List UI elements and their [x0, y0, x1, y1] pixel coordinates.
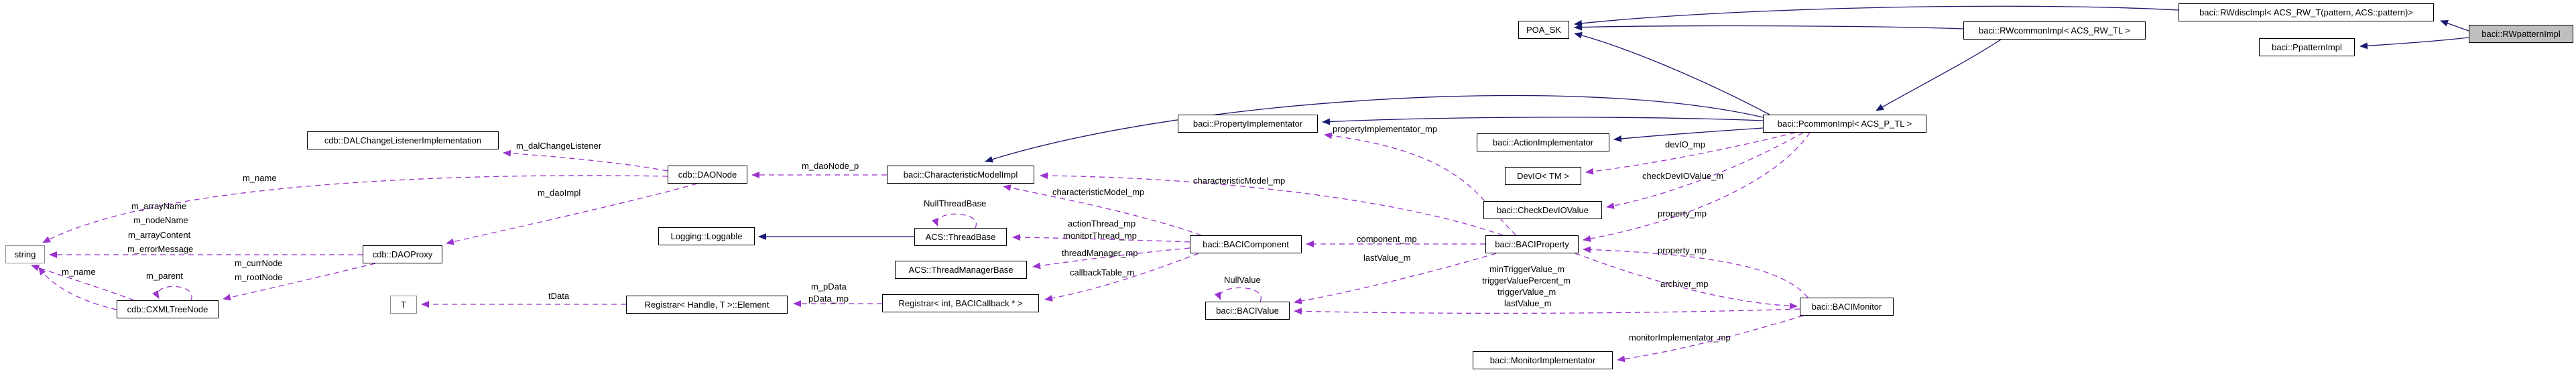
edge-label: threadManager_mp: [1062, 248, 1138, 258]
edge-label: triggerValuePercent_m: [1482, 275, 1571, 286]
usage-edge: [1583, 246, 1808, 298]
edge-label: lastValue_m: [1504, 298, 1552, 308]
edge-label: component_mp: [1357, 234, 1417, 244]
edge-label: m_nodeName: [133, 215, 188, 225]
class-node-registrar-int-bacicallback[interactable]: Registrar< int, BACICallback * >: [882, 294, 1039, 312]
usage-edge: [223, 263, 376, 301]
class-node-baci-monitorimplementator[interactable]: baci::MonitorImplementator: [1473, 351, 1613, 369]
usage-edge: [1032, 247, 1190, 269]
inheritance-edge: [1574, 32, 1770, 115]
class-node-baci-baciproperty[interactable]: baci::BACIProperty: [1485, 235, 1579, 253]
class-node-baci-bacivalue[interactable]: baci::BACIValue: [1205, 302, 1290, 320]
class-node-t-param[interactable]: T: [390, 296, 417, 314]
edge-label: NullValue: [1224, 275, 1261, 285]
edge-label: characteristicModel_mp: [1193, 176, 1286, 186]
inheritance-edge: [1876, 39, 2002, 111]
inheritance-edge: [1574, 5, 2179, 27]
inheritance-edge: [1322, 117, 1764, 125]
edge-label: checkDevIOValue_m: [1642, 171, 1724, 181]
class-node-baci-ppatternimpl[interactable]: baci::PpatternImpl: [2259, 38, 2355, 56]
edge-label: devIO_mp: [1665, 139, 1705, 149]
usage-edge: [1003, 184, 1202, 236]
class-node-cdb-cxmltreenode[interactable]: cdb::CXMLTreeNode: [117, 300, 219, 318]
usage-edge: [1044, 253, 1199, 302]
usage-edge: [1606, 132, 1804, 209]
inheritance-edge: [2359, 37, 2469, 50]
edge-label: m_arrayContent: [128, 230, 191, 240]
edge-label: monitorImplementator_mp: [1629, 332, 1731, 343]
edge-label: m_errorMessage: [127, 244, 194, 254]
edge-label: NullThreadBase: [924, 198, 987, 208]
class-node-logging-loggable[interactable]: Logging::Loggable: [658, 227, 755, 245]
usage-edge: [1617, 315, 1804, 363]
usage-edge: [152, 286, 192, 301]
edge-label: m_daoImpl: [538, 188, 581, 198]
edge-label: tData: [548, 291, 570, 301]
usage-edge: [38, 267, 117, 310]
edge-label: m_name: [62, 267, 96, 277]
edge-label: archiver_mp: [1660, 279, 1709, 289]
class-node-baci-bacimonitor[interactable]: baci::BACIMonitor: [1800, 298, 1894, 316]
edge-label: characteristicModel_mp: [1052, 187, 1145, 197]
class-node-baci-checkdeviovalue[interactable]: baci::CheckDevIOValue: [1483, 201, 1602, 219]
usage-edge: [503, 149, 668, 172]
inheritance-edge: [1613, 127, 1764, 142]
edge-label: m_currNode: [235, 258, 283, 268]
class-node-baci-propertyimplementator[interactable]: baci::PropertyImplementator: [1178, 115, 1318, 133]
usage-edge: [1012, 234, 1190, 243]
class-node-baci-bacicomponent[interactable]: baci::BACIComponent: [1190, 235, 1302, 253]
class-node-devio-tm[interactable]: DevIO< TM >: [1505, 167, 1581, 185]
class-node-baci-rwdiscimpl[interactable]: baci::RWdiscImpl< ACS_RW_T(pattern, ACS:…: [2179, 3, 2434, 21]
class-node-acs-threadmanagerbase[interactable]: ACS::ThreadManagerBase: [895, 261, 1027, 279]
usage-edge: [932, 213, 977, 229]
edge-label: pData_mp: [808, 294, 849, 304]
usage-edge: [1324, 132, 1517, 236]
class-node-poa-sk[interactable]: POA_SK: [1518, 21, 1569, 39]
usage-edge: [1575, 253, 1798, 310]
edge-label: minTriggerValue_m: [1489, 264, 1565, 274]
edge-label: triggerValue_m: [1497, 287, 1556, 297]
edge-label: property_mp: [1658, 245, 1707, 255]
class-node-cdb-daonode[interactable]: cdb::DAONode: [668, 166, 747, 184]
edge-label: m_arrayName: [131, 201, 187, 211]
edge-label: m_parent: [146, 271, 183, 281]
edge-label: actionThread_mp: [1068, 219, 1136, 229]
inheritance-edge: [1574, 23, 1964, 31]
usage-edge: [1294, 308, 1800, 315]
edge-label: m_rootNode: [235, 272, 283, 282]
edge-label: callbackTable_m: [1070, 267, 1135, 277]
class-node-acs-threadbase[interactable]: ACS::ThreadBase: [914, 228, 1007, 246]
class-node-string[interactable]: string: [5, 245, 45, 263]
class-node-cdb-dalchangelistenerimplementation[interactable]: cdb::DALChangeListenerImplementation: [307, 131, 499, 149]
inheritance-edge: [2440, 19, 2469, 32]
class-node-baci-characteristicmodelimpl[interactable]: baci::CharacteristicModelImpl: [887, 166, 1034, 184]
edge-label: m_pData: [811, 282, 847, 292]
edge-label: m_name: [243, 173, 277, 183]
edge-label: m_daoNode_p: [802, 161, 859, 171]
class-node-baci-rwpatternimpl[interactable]: baci::RWpatternImpl: [2469, 25, 2573, 43]
edge-label: lastValue_m: [1363, 253, 1411, 263]
usage-edge: [1214, 287, 1262, 302]
usage-edge: [1294, 253, 1497, 305]
edge-label: property_mp: [1658, 208, 1707, 219]
usage-edge: [1583, 132, 1811, 243]
class-node-baci-rwcommonimpl[interactable]: baci::RWcommonImpl< ACS_RW_TL >: [1963, 21, 2146, 40]
inheritance-edge: [985, 95, 1764, 163]
class-node-cdb-daoproxy[interactable]: cdb::DAOProxy: [363, 245, 442, 263]
usage-edge: [1040, 172, 1504, 236]
usage-edge: [1585, 132, 1796, 175]
edge-label: propertyImplementator_mp: [1333, 124, 1438, 134]
class-node-registrar-handle-t-element[interactable]: Registrar< Handle, T >::Element: [626, 296, 788, 314]
class-node-baci-actionimplementator[interactable]: baci::ActionImplementator: [1477, 133, 1609, 151]
class-node-baci-pcommonimpl[interactable]: baci::PcommonImpl< ACS_P_TL >: [1763, 115, 1926, 133]
edge-label: monitorThread_mp: [1063, 231, 1137, 241]
edge-label: m_dalChangeListener: [516, 141, 602, 151]
